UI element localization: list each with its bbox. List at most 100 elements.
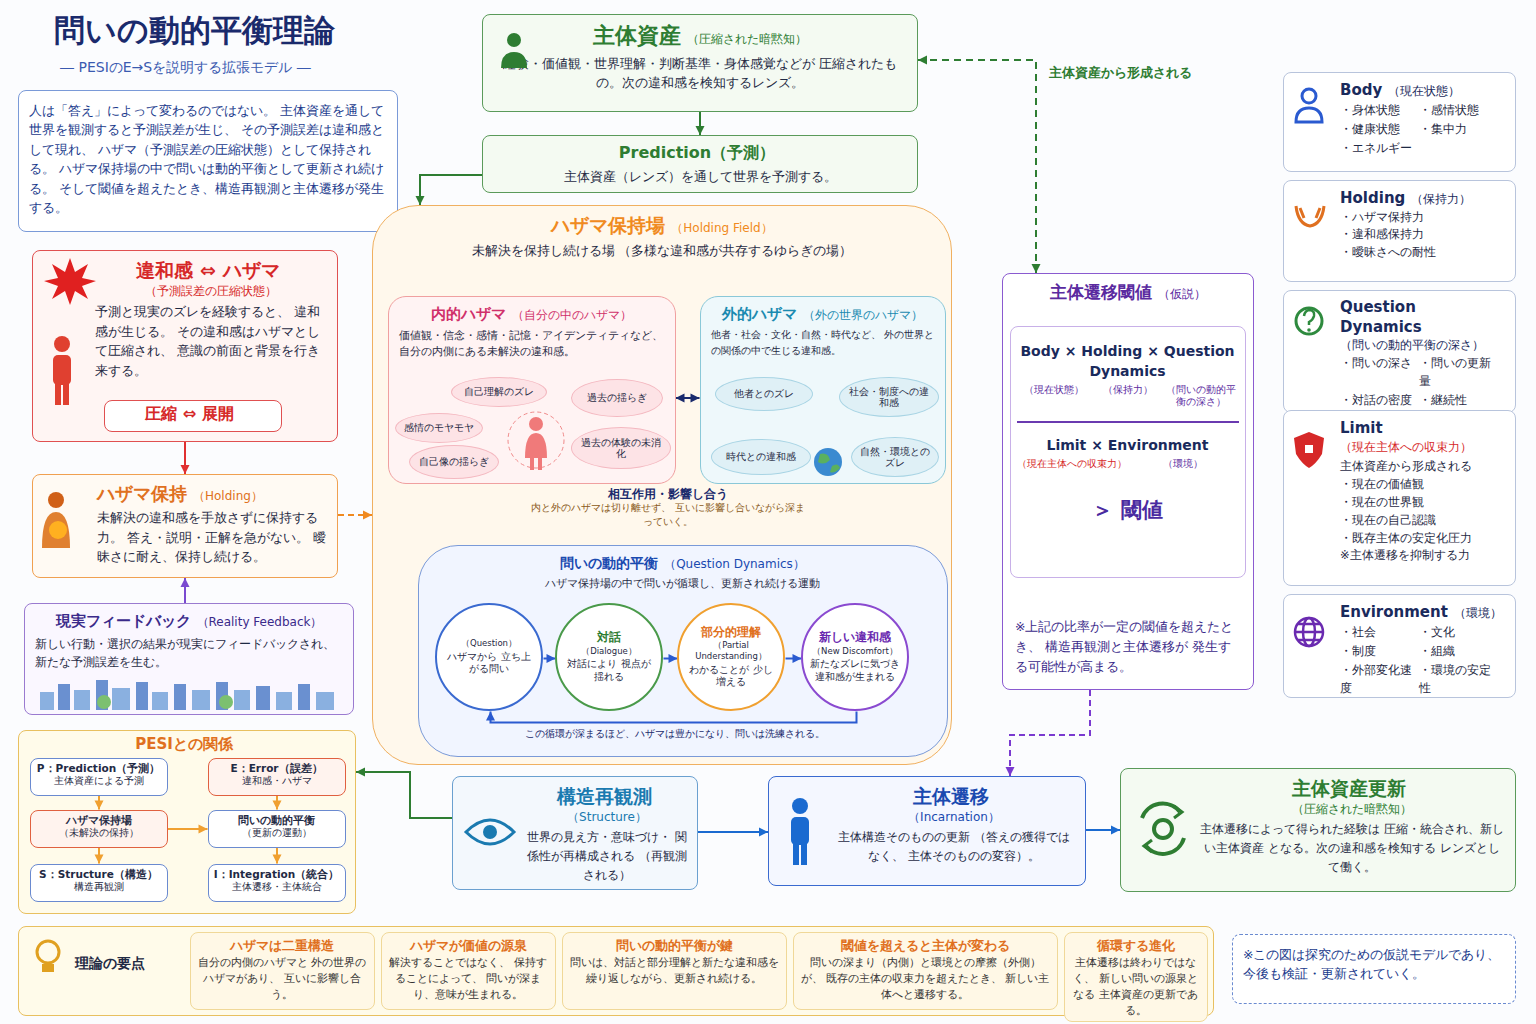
connector xyxy=(543,654,555,663)
node-heading: P：Prediction（予測） xyxy=(35,761,163,775)
node-heading: ハザマ保持場 xyxy=(35,813,163,827)
node-text: （仮説） xyxy=(1158,287,1206,303)
node-text: 違和感・ハザマ xyxy=(213,775,341,787)
process-box: ハザマ保持場（未解決の保持） xyxy=(30,810,168,848)
factor-box: Question Dynamics（問いの動的平衡の深さ）・問いの深さ・問いの更… xyxy=(1283,290,1516,413)
note-label: 相互作用・影響し合う xyxy=(518,486,818,503)
node-text: （New Discomfort） xyxy=(812,646,898,657)
arrowhead xyxy=(759,828,768,837)
process-box: 閾値を超えると主体が変わる問いの深まり（内側）と環境との摩擦（外側）が、 既存の… xyxy=(793,932,1058,1010)
connector xyxy=(785,654,801,663)
process-box: ハザマは二重構造自分の内側のハザマと 外の世界のハザマがあり、 互いに影響し合う… xyxy=(190,932,375,1010)
arrowhead xyxy=(792,654,801,663)
node-text: ・曖昧さへの耐性 xyxy=(1340,244,1505,262)
process-box: I：Integration（統合）主体遷移・主体統合 xyxy=(208,864,346,902)
node-text: 世界の見え方・意味づけ・ 関係性が再構成される （再観測される） xyxy=(527,828,687,884)
node-heading: 過去の揺らぎ xyxy=(587,392,647,403)
node-text: 主体遷移によって得られた経験は 圧縮・統合され、新しい主体資産 となる。次の違和… xyxy=(1199,820,1505,876)
arrowhead xyxy=(95,801,104,810)
node-text: （問いの動的平衡の深さ） xyxy=(1164,384,1237,409)
node-heading: Environment xyxy=(1340,603,1448,623)
node-text: （保持力） xyxy=(1411,192,1471,208)
node-text: ・問いの更新量 xyxy=(1419,354,1498,391)
process-box: S：Structure（構造）構造再観測 xyxy=(30,864,168,902)
node-heading: 時代との違和感 xyxy=(726,451,796,462)
node-text: ※上記の比率が一定の閾値を超えたとき、 構造再観測と主体遷移が 発生する可能性が… xyxy=(1015,617,1243,677)
node-text: （外の世界のハザマ） xyxy=(803,308,923,324)
connector-line xyxy=(490,711,856,722)
node-heading: 人は「答え」によって変わるのではない。 主体資産を通して世界を観測すると予測誤差… xyxy=(29,101,387,217)
node-heading: 部分的理解 xyxy=(701,625,761,641)
node-text: 主体資産から形成される xyxy=(1340,458,1505,476)
process-box: 構造再観測（Structure）世界の見え方・意味づけ・ 関係性が再構成される … xyxy=(452,776,698,890)
node-text: （自分の中のハザマ） xyxy=(512,308,632,324)
node-text: ・制度 xyxy=(1340,642,1419,660)
node-text: ハザマから 立ち上がる問い xyxy=(443,651,535,677)
node-heading: 外的ハザマ xyxy=(722,305,797,325)
cloud-bubble: 自己像の揺らぎ xyxy=(409,445,499,479)
process-box: ハザマ保持 （Holding） 未解決の違和感を手放さずに保持する力。 答え・説明・… xyxy=(32,474,338,578)
node-heading: （Question） xyxy=(461,638,517,649)
node-heading: 循環する進化 xyxy=(1071,937,1201,956)
arrowhead xyxy=(546,654,555,663)
node-text: （Partial Understanding） xyxy=(685,640,777,661)
node-heading: 問いの動的平衡 xyxy=(213,813,341,827)
cloud-bubble: 過去の揺らぎ xyxy=(571,379,663,417)
node-text: わかることが 少し増える xyxy=(685,664,777,690)
node-heading: 社会・制度への違和感 xyxy=(846,386,932,409)
node-text: ・継続性 xyxy=(1419,391,1498,409)
node-text: （更新の運動） xyxy=(213,827,341,839)
node-text: 対話により 視点が揺れる xyxy=(563,658,655,684)
connector xyxy=(273,796,282,810)
arrowhead xyxy=(95,855,104,864)
node-text: 自分の内側のハザマと 外の世界のハザマがあり、 互いに影響し合う。 xyxy=(197,955,368,1002)
node-text: ・感情状態 xyxy=(1419,101,1498,119)
process-box: 問いの動的平衡（更新の運動） xyxy=(208,810,346,848)
node-text: 経験・価値観・世界理解・判断基準・身体感覚などが 圧縮されたもの。次の違和感を検… xyxy=(493,54,907,93)
node-text: 新しい行動・選択の結果が現実にフィードバックされ、 新たな予測誤差を生む。 xyxy=(35,635,343,672)
connector xyxy=(1006,690,1091,776)
process-box: 主体資産（圧縮された暗黙知）経験・価値観・世界理解・判断基準・身体感覚などが 圧… xyxy=(482,14,918,112)
arrowhead xyxy=(1032,264,1041,273)
process-box: 主体資産更新（圧縮された暗黙知）主体遷移によって得られた経験は 圧縮・統合され、… xyxy=(1120,768,1516,892)
node-text: 問いは、対話と部分理解と新たな違和感を 繰り返しながら、更新され続ける。 xyxy=(569,955,780,987)
connector xyxy=(663,654,677,663)
cycle-circle: 新しい違和感（New Discomfort）新たなズレに気づき 違和感が生まれる xyxy=(801,603,909,711)
node-heading: Holding xyxy=(1340,189,1405,209)
process-box: 主体遷移（Incarnation）主体構造そのものの更新 （答えの獲得ではなく、… xyxy=(768,776,1086,886)
node-heading: ハザマ保持 xyxy=(97,482,187,505)
connector-line xyxy=(698,831,768,833)
arrowhead xyxy=(363,511,372,520)
node-text: 主体資産（レンズ）を通して世界を予測する。 xyxy=(493,167,907,186)
node-text: 未解決の違和感を手放さずに保持する力。 答え・説明・正解を急がない。 曖昧さに耐… xyxy=(97,508,327,566)
connector xyxy=(273,848,282,864)
node-text: 予測と現実のズレを経験すると、 違和感が生じる。 その違和感はハザマとして圧縮さ… xyxy=(95,302,327,380)
node-heading: 違和感 ⇔ ハザマ xyxy=(136,258,279,283)
node-text: （問いの動的平衡の深さ） xyxy=(1340,337,1505,354)
node-heading: 主体資産更新 xyxy=(1292,776,1406,801)
node-heading: PESIとの関係 xyxy=(135,735,233,755)
node-heading: ハザマが価値の源泉 xyxy=(388,937,549,956)
node-text: （未解決の保持） xyxy=(35,827,163,839)
node-text: （Holding） xyxy=(193,489,263,505)
group-panel: 理論の要点ハザマは二重構造自分の内側のハザマと 外の世界のハザマがあり、 互いに… xyxy=(18,926,1214,1016)
node-text: （Question Dynamics） xyxy=(664,557,805,573)
node-heading: 主体遷移閾値 xyxy=(1050,281,1152,303)
connector xyxy=(168,825,208,834)
arrowhead xyxy=(918,56,927,65)
node-text: ・現在の世界観 xyxy=(1340,494,1505,512)
connector xyxy=(338,511,372,520)
process-box: 現実フィードバック（Reality Feedback）新しい行動・選択の結果が現… xyxy=(24,603,354,715)
node-heading: 自己像の揺らぎ xyxy=(419,456,489,467)
node-text: 主体資産による予測 xyxy=(35,775,163,787)
diagram-title: 問いの動的平衡理論 xyxy=(54,10,335,52)
node-text: （Incarnation） xyxy=(833,809,1075,826)
process-box: 主体遷移閾値 （仮説） ※上記の比率が一定の閾値を超えたとき、 構造再観測と主体遷移… xyxy=(1002,273,1254,690)
node-text: 主体構造そのものの更新 （答えの獲得ではなく、 主体そのものの変容）。 xyxy=(833,828,1075,865)
node-text: ・ハザマ保持力 xyxy=(1340,209,1505,227)
node-text: （Structure） xyxy=(527,809,687,826)
connector xyxy=(95,796,104,810)
cycle-circle: （Question） ハザマから 立ち上がる問い xyxy=(435,603,543,711)
node-text: Limit × Environment xyxy=(1017,421,1239,455)
arrowhead xyxy=(273,801,282,810)
